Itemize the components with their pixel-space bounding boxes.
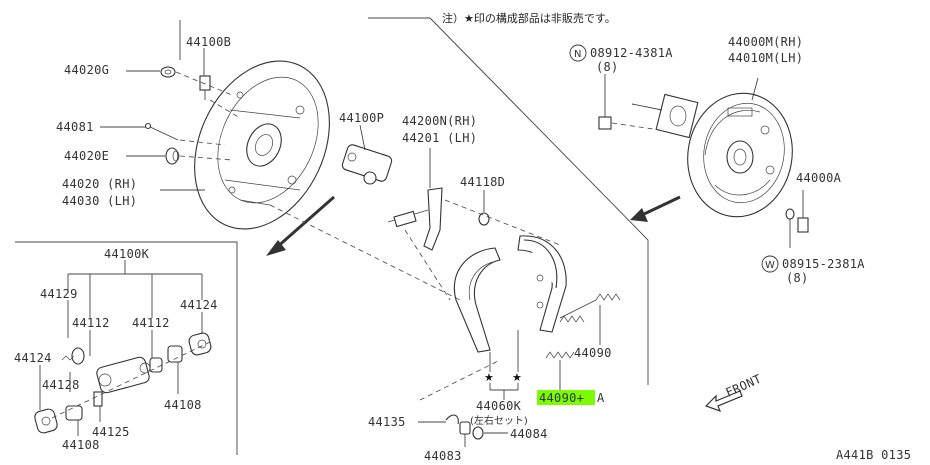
piston-44112-left[interactable] bbox=[71, 347, 85, 365]
diagram-code: A441B 0135 bbox=[836, 448, 911, 462]
front-arrow bbox=[704, 390, 743, 413]
label-44010M: 44010M(LH) bbox=[728, 51, 803, 65]
brake-shoe-right[interactable] bbox=[517, 235, 567, 333]
dashed-guides-inset bbox=[51, 341, 211, 419]
label-44020G: 44020G bbox=[64, 63, 109, 77]
label-circle-w: W bbox=[765, 260, 775, 271]
spring-44128[interactable] bbox=[61, 355, 75, 361]
spring-44090-top[interactable] bbox=[559, 293, 621, 319]
frame-lines bbox=[15, 17, 649, 455]
washer-44084[interactable] bbox=[472, 426, 508, 440]
label-44118D: 44118D bbox=[460, 175, 505, 189]
washer-W08915[interactable] bbox=[785, 208, 795, 248]
star-bracket bbox=[489, 330, 519, 400]
star-left: ★ bbox=[484, 371, 494, 384]
clip-44135[interactable] bbox=[418, 414, 459, 425]
label-44129: 44129 bbox=[40, 287, 78, 301]
cup-44108-right[interactable] bbox=[167, 345, 183, 363]
label-N08912: 08912-4381A bbox=[590, 46, 673, 60]
label-44090A: 44090+ bbox=[539, 391, 584, 405]
nut-N08912[interactable] bbox=[598, 74, 612, 130]
boot-44124-left[interactable] bbox=[33, 408, 58, 434]
label-44020: 44020 (RH) bbox=[62, 177, 137, 191]
parking-lever-44200N[interactable] bbox=[387, 148, 443, 251]
hub-right[interactable] bbox=[631, 93, 699, 139]
grommet-44020G[interactable] bbox=[160, 66, 176, 78]
label-44020E: 44020E bbox=[64, 149, 109, 163]
bolt-44000A[interactable] bbox=[797, 190, 809, 233]
label-N08912-qty: (8) bbox=[596, 60, 619, 74]
boot-44124-right[interactable] bbox=[188, 332, 212, 356]
label-44000A: 44000A bbox=[796, 171, 842, 185]
label-44112-left: 44112 bbox=[72, 316, 110, 330]
backing-plate-left[interactable] bbox=[169, 39, 356, 251]
direction-arrow-right bbox=[630, 195, 681, 222]
cap-44020E[interactable] bbox=[165, 147, 180, 165]
bolt-44100B[interactable] bbox=[199, 75, 211, 100]
pin-44081[interactable] bbox=[144, 122, 179, 141]
circle-w-icon bbox=[761, 255, 779, 273]
label-44030: 44030 (LH) bbox=[62, 194, 137, 208]
label-44081: 44081 bbox=[56, 120, 94, 134]
label-44108-right: 44108 bbox=[164, 398, 202, 412]
brake-shoe-left[interactable] bbox=[453, 247, 501, 353]
star-right: ★ bbox=[512, 371, 522, 384]
label-front: FRONT bbox=[724, 372, 764, 400]
note-text: 注）★印の構成部品は非販売です。 bbox=[442, 11, 616, 25]
label-44083: 44083 bbox=[424, 449, 462, 463]
label-44125: 44125 bbox=[92, 425, 130, 439]
cylinder-body-inset[interactable] bbox=[95, 356, 151, 394]
leaders-right bbox=[611, 77, 759, 131]
highlight-44090A bbox=[537, 390, 595, 405]
dashed-guide-bottom bbox=[419, 359, 501, 401]
washer-44118D[interactable] bbox=[478, 190, 490, 226]
label-44112-right: 44112 bbox=[132, 316, 170, 330]
labels: 44100B 44020G 44081 44020E 44020 (RH) 44… bbox=[14, 35, 911, 463]
label-44124-right: 44124 bbox=[180, 298, 218, 312]
label-44100K: 44100K bbox=[104, 247, 150, 261]
leaders-left bbox=[100, 48, 241, 191]
wheel-cylinder-44100P[interactable] bbox=[341, 124, 393, 185]
spring-44090A[interactable] bbox=[545, 305, 601, 392]
label-44090: 44090 bbox=[574, 346, 612, 360]
circle-n-icon bbox=[569, 44, 587, 62]
label-44124-left: 44124 bbox=[14, 351, 52, 365]
label-W08915-qty: (8) bbox=[786, 271, 809, 285]
label-44100P: 44100P bbox=[339, 111, 384, 125]
dashed-guides-center bbox=[269, 199, 561, 301]
inset-leaders bbox=[39, 260, 203, 436]
spring-44090-mid[interactable] bbox=[559, 315, 585, 323]
label-circle-n: N bbox=[574, 49, 581, 60]
label-44000M: 44000M(RH) bbox=[728, 35, 803, 49]
label-44060K: 44060K bbox=[476, 399, 522, 413]
brake-assembly-right[interactable] bbox=[678, 85, 802, 225]
label-44200N: 44200N(RH) bbox=[402, 114, 477, 128]
label-44135: 44135 bbox=[368, 415, 406, 429]
label-44090A-suffix: A bbox=[597, 391, 605, 405]
label-44128: 44128 bbox=[42, 378, 80, 392]
cup-44108-left[interactable] bbox=[65, 405, 83, 421]
label-44108-left: 44108 bbox=[62, 438, 100, 452]
pin-44083[interactable] bbox=[459, 421, 471, 447]
piston-44112-right[interactable] bbox=[149, 357, 163, 373]
label-44100B: 44100B bbox=[186, 35, 231, 49]
label-44060K-sub: (左右セット) bbox=[470, 414, 528, 427]
bleeder-44125[interactable] bbox=[93, 391, 103, 407]
label-W08915: 08915-2381A bbox=[782, 257, 865, 271]
label-44084: 44084 bbox=[510, 427, 548, 441]
label-44201: 44201 (LH) bbox=[402, 131, 477, 145]
